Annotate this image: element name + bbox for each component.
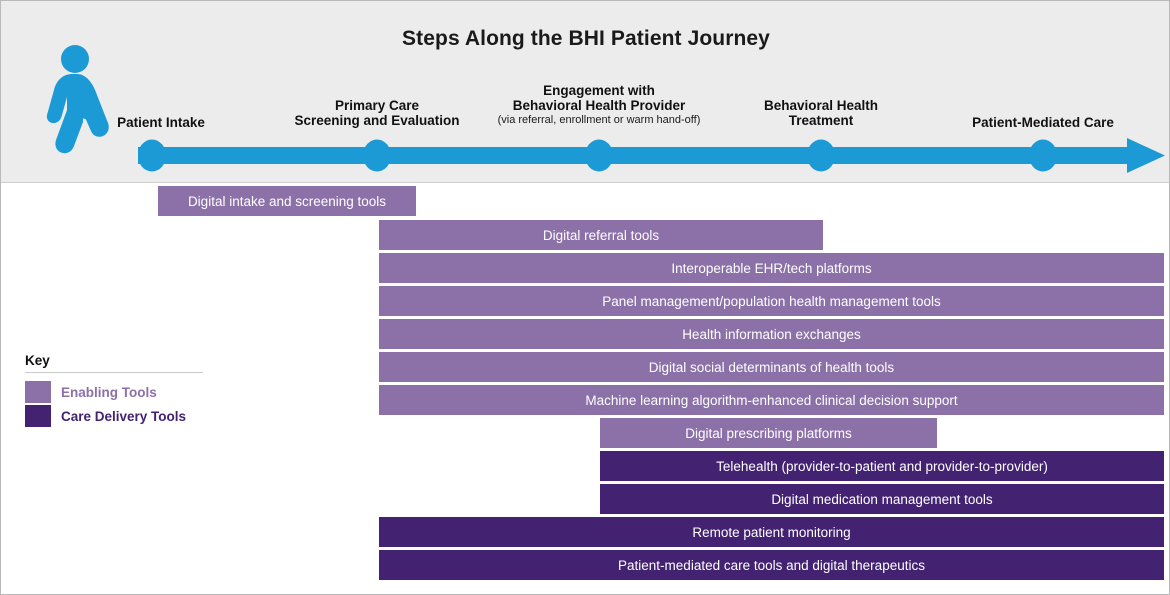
page-title: Steps Along the BHI Patient Journey (402, 27, 770, 50)
tool-bar-label: Digital referral tools (542, 227, 660, 243)
timeline-step-label-line1: Behavioral Health (763, 98, 879, 113)
tool-bar[interactable]: Digital medication management tools (600, 484, 1164, 514)
legend-divider (25, 372, 203, 373)
tool-bar-label: Patient-mediated care tools and digital … (618, 557, 925, 573)
timeline-step-sublabel: (via referral, enrollment or warm hand-o… (497, 114, 701, 126)
legend: Key Enabling Tools Care Delivery Tools (25, 353, 203, 428)
timeline-step-bh-treatment[interactable]: Behavioral Health Treatment (721, 98, 921, 128)
tool-bar[interactable]: Telehealth (provider-to-patient and prov… (600, 451, 1164, 481)
timeline-step-label-line2: Behavioral Health Provider (512, 98, 686, 113)
timeline-step-label: Patient Intake (117, 115, 205, 130)
tool-bar-label: Telehealth (provider-to-patient and prov… (716, 458, 1048, 474)
tool-bar-label: Digital intake and screening tools (187, 193, 387, 209)
legend-swatch-enabling (25, 381, 51, 403)
tool-bar-label: Interoperable EHR/tech platforms (671, 260, 872, 276)
tool-bar[interactable]: Digital social determinants of health to… (379, 352, 1164, 382)
timeline-step-label-line2: Treatment (788, 113, 854, 128)
legend-item-enabling-tools[interactable]: Enabling Tools (25, 380, 203, 404)
legend-swatch-care (25, 405, 51, 427)
timeline-step-label-line1: Primary Care (334, 98, 420, 113)
timeline-step-engagement[interactable]: Engagement with Behavioral Health Provid… (459, 83, 739, 127)
legend-item-care-delivery-tools[interactable]: Care Delivery Tools (25, 404, 203, 428)
timeline-arrow (138, 138, 1165, 173)
timeline-step-label-line1: Engagement with (543, 83, 655, 98)
header-band: Steps Along the BHI Patient Journey Pati (1, 1, 1169, 183)
legend-label-care: Care Delivery Tools (61, 408, 187, 424)
tool-bar[interactable]: Digital prescribing platforms (600, 418, 937, 448)
tool-bar[interactable]: Machine learning algorithm-enhanced clin… (379, 385, 1164, 415)
tool-bar-label: Digital prescribing platforms (685, 425, 852, 441)
tool-bar-label: Digital medication management tools (771, 491, 993, 507)
tool-bar-label: Health information exchanges (682, 326, 861, 342)
timeline-step-label-line2: Screening and Evaluation (294, 113, 460, 128)
tool-bar[interactable]: Interoperable EHR/tech platforms (379, 253, 1164, 283)
legend-title: Key (25, 353, 50, 368)
timeline-step-primary-care[interactable]: Primary Care Screening and Evaluation (257, 98, 497, 128)
tool-bar[interactable]: Remote patient monitoring (379, 517, 1164, 547)
legend-label-enabling: Enabling Tools (61, 384, 157, 400)
timeline-step-patient-mediated-care[interactable]: Patient-Mediated Care (943, 115, 1143, 130)
walking-person-icon (46, 45, 109, 154)
tool-bar[interactable]: Digital referral tools (379, 220, 823, 250)
tool-bar[interactable]: Digital intake and screening tools (158, 186, 416, 216)
timeline-step-patient-intake[interactable]: Patient Intake (71, 115, 251, 130)
tool-bar-label: Digital social determinants of health to… (648, 359, 895, 375)
tool-bar[interactable]: Health information exchanges (379, 319, 1164, 349)
tool-bar-label: Machine learning algorithm-enhanced clin… (585, 392, 958, 408)
tool-bar[interactable]: Patient-mediated care tools and digital … (379, 550, 1164, 580)
timeline-step-label: Patient-Mediated Care (972, 115, 1114, 130)
tool-bar-label: Remote patient monitoring (692, 524, 851, 540)
tool-bar-label: Panel management/population health manag… (602, 293, 941, 309)
tool-bar[interactable]: Panel management/population health manag… (379, 286, 1164, 316)
